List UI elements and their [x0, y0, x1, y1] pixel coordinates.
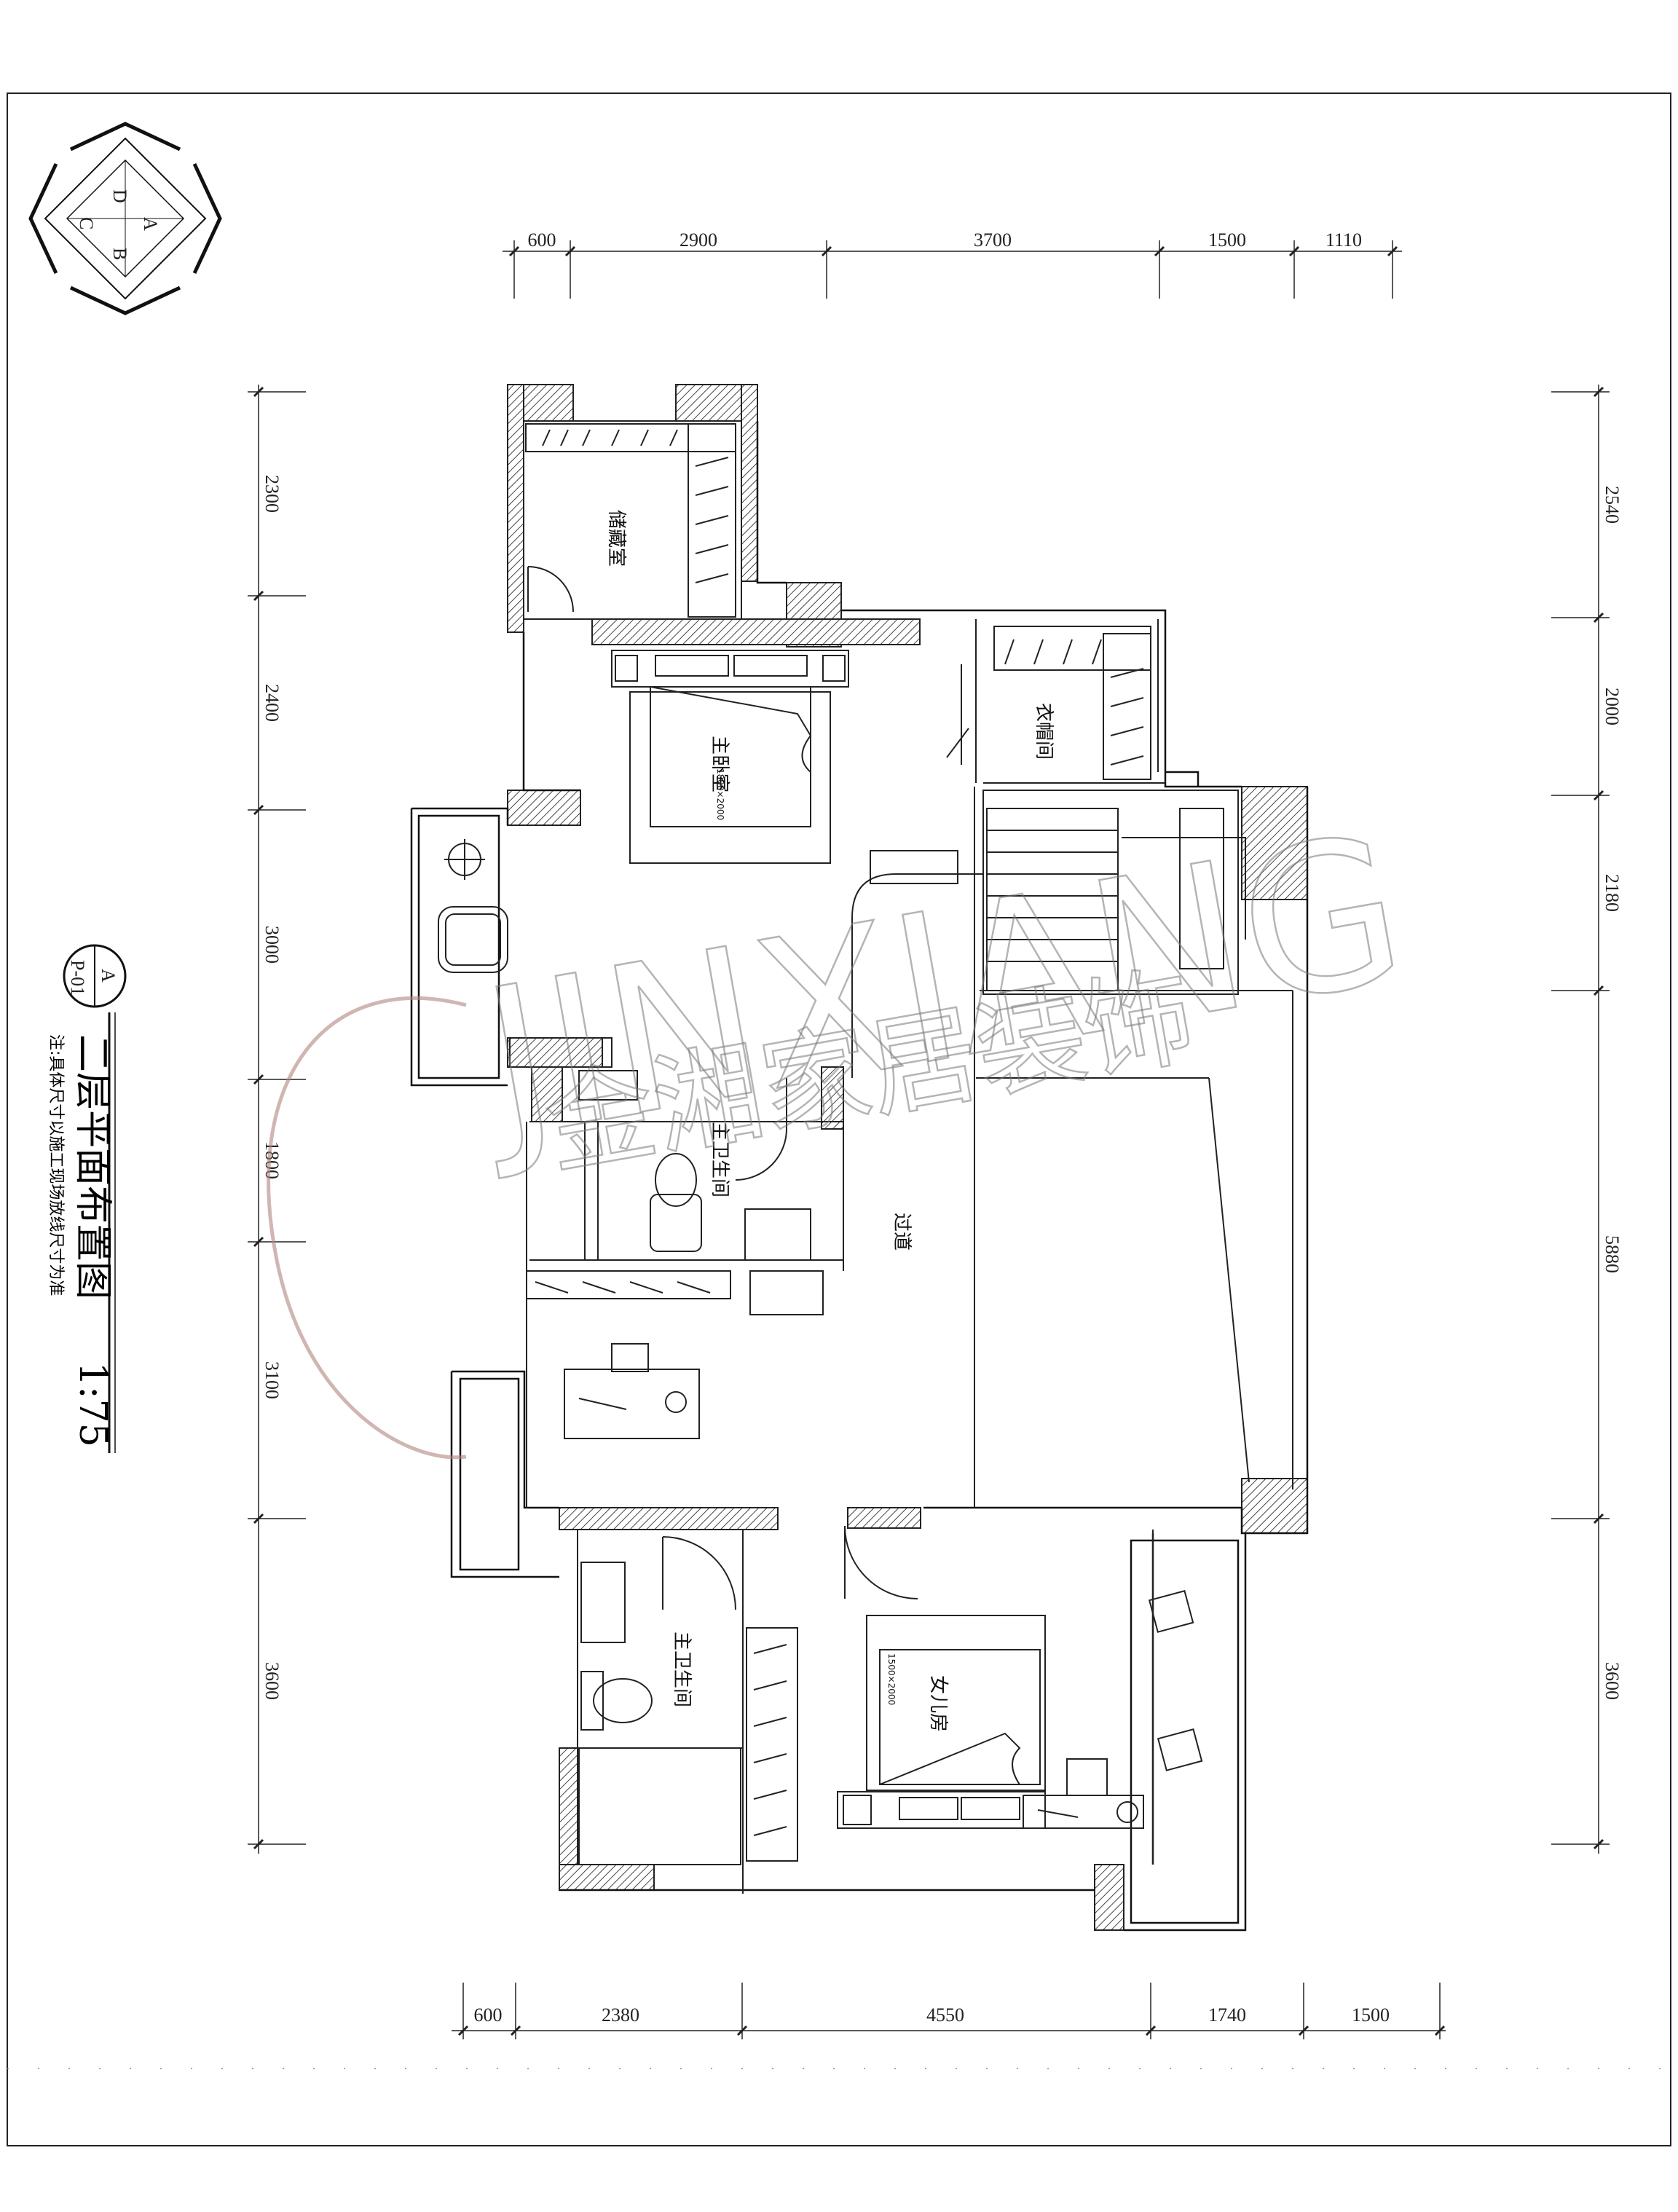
bottom-dim-4: 1500 — [1352, 2004, 1390, 2026]
left-dim-1: 2400 — [261, 684, 283, 722]
room-label-cloakroom: 衣帽间 — [1033, 703, 1055, 760]
room-label-master-bedroom: 主卧室 — [709, 736, 730, 792]
study-corner-furniture — [438, 839, 612, 1068]
walls — [507, 384, 1308, 1931]
top-dim-4: 1110 — [1326, 229, 1362, 251]
left-dim-0: 2300 — [261, 475, 283, 513]
daughter-bed-size: 1500×2000 — [886, 1653, 897, 1705]
storage-shelving — [525, 423, 736, 618]
sheet-border — [7, 93, 1671, 2146]
right-dimensions — [1551, 385, 1610, 1854]
top-dim-0: 600 — [528, 229, 556, 251]
compass-letter-d: D — [109, 189, 130, 203]
right-dim-4: 3600 — [1602, 1662, 1623, 1700]
title-block — [63, 944, 127, 1453]
top-dim-2: 3700 — [974, 229, 1012, 251]
master-bed-size: 1800×2000 — [715, 768, 725, 820]
master-bath-fixtures — [526, 1070, 824, 1315]
index-symbol-bottom: P-01 — [67, 960, 88, 996]
room-label-daughter-room: 女儿房 — [927, 1675, 949, 1732]
bottom-dimensions — [452, 1983, 1446, 2039]
top-dim-3: 1500 — [1208, 229, 1246, 251]
top-dim-1: 2900 — [680, 229, 717, 251]
cloakroom-fittings — [993, 626, 1151, 780]
bottom-dim-3: 1740 — [1208, 2004, 1246, 2026]
right-dim-2: 2180 — [1602, 874, 1623, 912]
second-bath-fixtures — [578, 1536, 741, 1865]
left-dim-5: 3600 — [261, 1662, 283, 1700]
left-dim-2: 3000 — [261, 926, 283, 964]
compass-letter-a: A — [140, 217, 161, 231]
right-dim-3: 5880 — [1602, 1235, 1623, 1273]
drawing-note: 注:具体尺寸以施工现场放线尺寸为准 — [47, 1034, 65, 1296]
drawing-scale: 1:75 — [71, 1362, 114, 1447]
desk-furniture — [564, 1343, 700, 1439]
top-dimensions — [503, 240, 1402, 299]
right-dim-0: 2540 — [1602, 486, 1623, 524]
company-watermark: JINXIANG 金湘家居装饰 — [267, 790, 1421, 1460]
drawing-title: 二层平面布置图 — [71, 1034, 114, 1299]
bottom-dim-1: 2380 — [602, 2004, 639, 2026]
daughter-room-furniture — [746, 1525, 1203, 1862]
staircase — [851, 790, 1246, 1078]
room-label-master-bath: 主卫生间 — [709, 1122, 730, 1197]
room-label-storage: 储藏室 — [605, 510, 627, 567]
bottom-dim-2: 4550 — [926, 2004, 964, 2026]
index-symbol-top: A — [98, 969, 119, 983]
master-bedroom-furniture — [611, 650, 969, 884]
room-label-second-bath: 主卫生间 — [671, 1632, 693, 1707]
left-dim-4: 3100 — [261, 1361, 283, 1399]
compass-letter-b: B — [109, 248, 130, 260]
right-dim-1: 2000 — [1602, 688, 1623, 725]
left-dimensions — [248, 385, 306, 1854]
orientation-symbol: D A C B — [28, 122, 222, 315]
compass-letter-c: C — [76, 217, 97, 229]
room-label-corridor: 过道 — [891, 1213, 913, 1251]
bottom-dim-0: 600 — [474, 2004, 503, 2026]
